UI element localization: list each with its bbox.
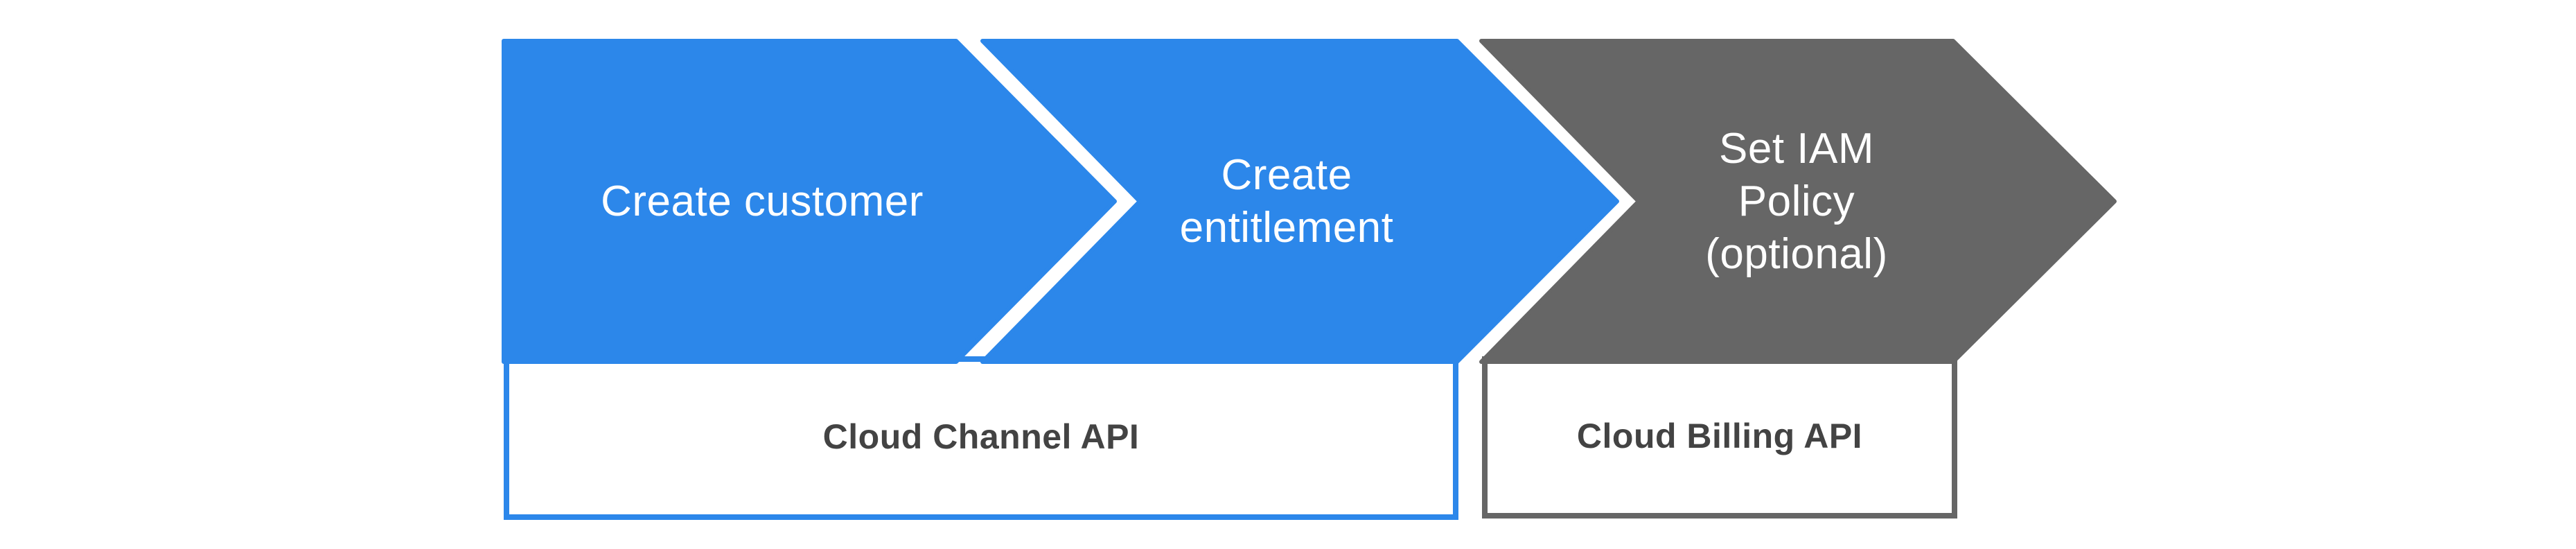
- create-entitlement-arrow: [980, 39, 1619, 364]
- create-customer-arrow: [502, 39, 1117, 364]
- cloud-billing-api-box: [1482, 356, 1957, 518]
- cloud-channel-api-box: [504, 356, 1458, 520]
- set-iam-policy-arrow: [1479, 39, 2117, 364]
